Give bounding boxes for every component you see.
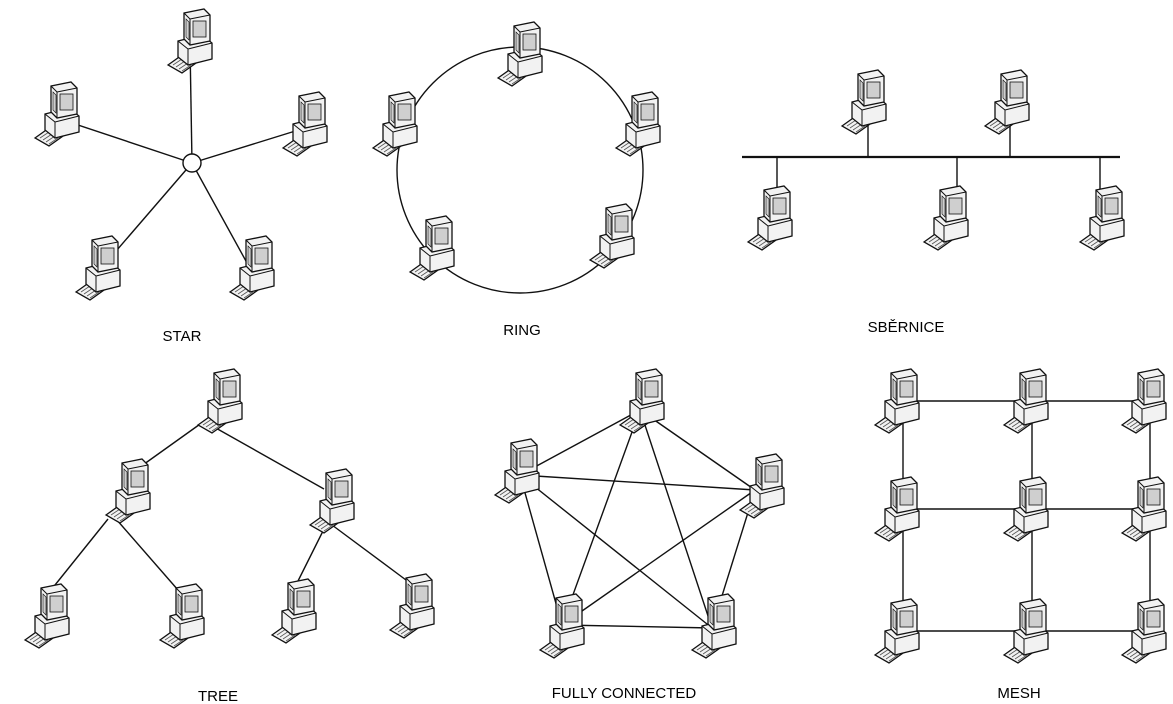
computer-icon <box>229 235 275 301</box>
full-mesh-link <box>519 474 713 629</box>
computer-icon <box>1079 185 1125 251</box>
computer-icon <box>282 91 328 157</box>
computer-icon <box>874 368 920 434</box>
computer-icon <box>497 21 543 87</box>
tree-link <box>295 528 325 586</box>
computer-icon <box>494 438 540 504</box>
tree-link <box>213 426 325 490</box>
computer-icon <box>874 598 920 664</box>
computer-icon <box>167 8 213 74</box>
computer-icon <box>271 578 317 644</box>
computer-icon <box>105 458 151 524</box>
label-tree: TREE <box>198 688 238 704</box>
computer-icon <box>539 593 585 659</box>
computer-icon <box>691 593 737 659</box>
star-link <box>191 127 306 164</box>
computer-icon <box>372 91 418 157</box>
computer-icon <box>197 368 243 434</box>
label-mesh: MESH <box>997 685 1040 702</box>
computer-icon <box>841 69 887 135</box>
computer-icon <box>389 573 435 639</box>
full-mesh-link <box>519 409 641 476</box>
computer-icon <box>739 453 785 519</box>
label-bus: SBĚRNICE <box>868 319 945 336</box>
computer-icon <box>159 583 205 649</box>
full-mesh-link <box>639 409 756 491</box>
computer-icon <box>309 468 355 534</box>
star-link <box>191 162 253 273</box>
computer-icon <box>619 368 665 434</box>
computer-icon <box>589 203 635 269</box>
full-mesh-link <box>519 474 756 491</box>
computer-icon <box>747 185 793 251</box>
computer-icon <box>409 215 455 281</box>
tree-link <box>331 524 407 581</box>
label-fully-connected: FULLY CONNECTED <box>552 685 697 702</box>
computer-icon <box>24 583 70 649</box>
computer-icon <box>75 235 121 301</box>
computer-icon <box>874 476 920 542</box>
label-ring: RING <box>503 322 541 339</box>
hub-icon <box>182 153 202 173</box>
label-star: STAR <box>163 328 202 345</box>
computer-icon <box>34 81 80 147</box>
tree-link <box>115 518 179 591</box>
full-mesh-link <box>561 409 641 626</box>
computer-icon <box>984 69 1030 135</box>
full-mesh-link <box>639 409 713 629</box>
full-mesh-link <box>561 624 713 629</box>
computer-icon <box>923 185 969 251</box>
tree-link <box>50 518 109 591</box>
full-mesh-link <box>519 474 563 626</box>
full-mesh-link <box>561 489 756 626</box>
